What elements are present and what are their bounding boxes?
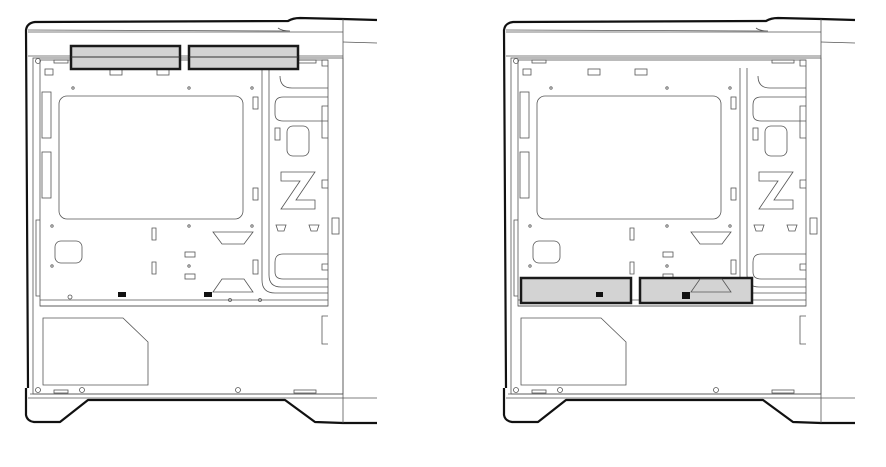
highlight-bottom-rear <box>638 276 754 305</box>
case-bottom-mount <box>502 16 857 425</box>
cable-clip <box>118 292 126 297</box>
highlight-bottom-front <box>519 276 633 305</box>
cable-clip <box>682 292 690 299</box>
cable-clip <box>204 292 212 297</box>
case-top-mount <box>24 16 379 425</box>
cable-clip <box>596 292 603 297</box>
